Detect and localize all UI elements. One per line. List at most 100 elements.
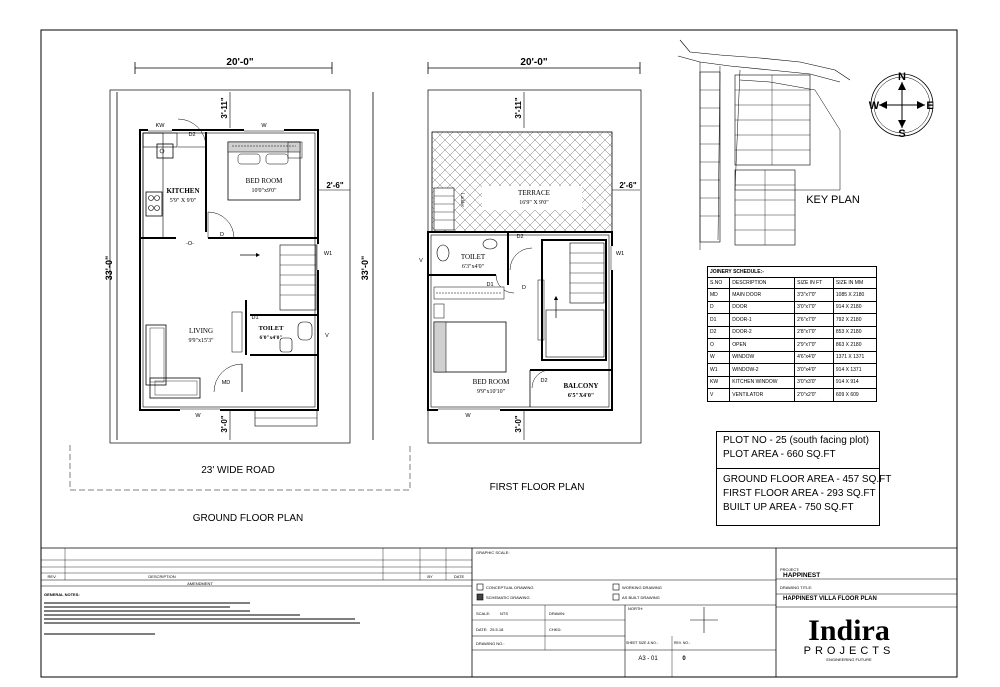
tb-schematic: SCHEMATIC DRAWING	[486, 595, 530, 600]
key-plan-title: KEY PLAN	[806, 194, 860, 206]
joinery-cell: D	[706, 300, 731, 314]
tb-by-header: BY	[427, 574, 433, 579]
first-floor-plan: 20'-0" 3'-11" 2'-6" 3'-0"	[419, 57, 642, 493]
plot-info-box: PLOT NO - 25 (south facing plot) PLOT AR…	[716, 431, 880, 469]
general-notes-text	[44, 602, 360, 635]
gf-bedroom-size: 10'0"x9'0"	[251, 188, 277, 194]
joinery-cell: VENTILATOR	[729, 388, 796, 402]
gf-setback-right: 2'-6"	[326, 181, 343, 190]
joinery-cell: WINDOW	[729, 350, 796, 364]
gf-toilet-size: 6'0"x4'0"	[260, 335, 283, 341]
compass-w: W	[869, 100, 880, 112]
gf-label-w1: W1	[324, 251, 332, 257]
joinery-cell: 3'0"x4'0"	[794, 363, 834, 377]
gf-setback-top: 3'-11"	[220, 97, 229, 118]
tb-date-label: DATE:	[476, 627, 487, 632]
joinery-header-description: DESCRIPTION	[729, 277, 796, 289]
tb-sheet-size: SHEET SIZE & NO.:	[626, 641, 658, 645]
tb-drawing-no: DRAWING NO.:	[476, 641, 505, 646]
ff-label-w: W	[465, 413, 471, 419]
gf-label-o: -O-	[186, 241, 194, 247]
company-logo-sub: PROJECTS	[804, 645, 895, 657]
joinery-cell: KITCHEN WINDOW	[729, 375, 796, 389]
tb-date-value: 25.5.18	[490, 627, 504, 632]
gf-setback-bottom: 3'-0"	[220, 415, 229, 432]
company-tagline: ENGINEERING FUTURE	[826, 657, 872, 662]
joinery-cell: OPEN	[729, 338, 796, 352]
tb-as-built: AS BUILT DRAWING	[622, 595, 660, 600]
joinery-cell: O	[706, 338, 731, 352]
joinery-cell: DOOR	[729, 300, 796, 314]
plot-area: PLOT AREA - 660 SQ.FT	[723, 449, 836, 460]
tb-drawn: DRAWN:	[549, 611, 565, 616]
gf-label-w-top: W	[261, 123, 267, 129]
joinery-cell: 3'3"x7'0"	[794, 288, 834, 302]
joinery-schedule: JOINERY SCHEDULE:- S.NO DESCRIPTION SIZE…	[706, 266, 878, 402]
tb-graphic-scale: GRAPHIC SCALE:	[476, 550, 510, 555]
gf-bedroom-label: BED ROOM	[246, 177, 284, 185]
compass-s: S	[898, 128, 905, 140]
ff-label-d: D	[522, 285, 526, 291]
joinery-cell: 1371 X 1371	[832, 350, 878, 364]
ground-floor-area: GROUND FLOOR AREA - 457 SQ.FT	[723, 474, 892, 485]
gf-title: GROUND FLOOR PLAN	[193, 513, 304, 524]
ff-label-d2b: D2	[540, 378, 547, 384]
ff-width-dim: 20'-0"	[520, 57, 547, 68]
tb-drawing-title-label: DRAWING TITLE:	[780, 585, 812, 590]
gf-label-w-bottom: W	[195, 413, 201, 419]
joinery-cell: 3'0"x7'0"	[794, 300, 834, 314]
ff-bedroom-size: 9'9"x10'10"	[477, 389, 506, 395]
joinery-cell: 853 X 2180	[832, 325, 878, 339]
compass-rose: N S W E	[869, 71, 934, 140]
gf-width-dim: 20'-0"	[226, 57, 253, 68]
joinery-cell: D2	[706, 325, 731, 339]
joinery-cell: 2'8"x7'0"	[794, 325, 834, 339]
gf-toilet-label: TOILET	[259, 325, 284, 332]
joinery-cell: 863 X 2180	[832, 338, 878, 352]
compass-n: N	[898, 71, 906, 83]
ff-label-w1: W1	[616, 251, 624, 257]
tb-project: HAPPINEST	[783, 572, 820, 579]
ff-label-d1: D1	[486, 282, 493, 288]
joinery-cell: D1	[706, 313, 731, 327]
tb-working: WORKING DRAWING	[622, 585, 662, 590]
gf-label-d2: D2	[188, 132, 195, 138]
joinery-cell: W1	[706, 363, 731, 377]
gf-height-dim-left: 33'-0"	[104, 256, 114, 280]
joinery-cell: MD	[706, 288, 731, 302]
joinery-cell: 3'0"x3'0"	[794, 375, 834, 389]
ff-label-v: V	[419, 258, 423, 264]
tb-date-header: DATE	[454, 574, 465, 579]
joinery-cell: DOOR-1	[729, 313, 796, 327]
ff-setback-right: 2'-6"	[619, 181, 636, 190]
gf-living-label: LIVING	[189, 327, 213, 335]
tb-description-header: DESCRIPTION	[148, 574, 175, 579]
joinery-cell: 914 X 1371	[832, 363, 878, 377]
ff-setback-top: 3'-11"	[514, 97, 523, 118]
gf-kitchen-label: KITCHEN	[166, 187, 199, 195]
gf-label-md: MD	[222, 380, 231, 386]
tb-drawing-title: HAPPINEST VILLA FLOOR PLAN	[783, 596, 877, 602]
ff-ladder-label: Ladder	[459, 193, 464, 207]
ff-balcony-label: BALCONY	[563, 382, 598, 390]
joinery-header-size-ft: SIZE IN FT	[794, 277, 834, 289]
joinery-cell: KW	[706, 375, 731, 389]
joinery-cell: MAIN DOOR	[729, 288, 796, 302]
joinery-cell: 914 X 2180	[832, 300, 878, 314]
plot-number: PLOT NO - 25 (south facing plot)	[723, 435, 869, 446]
joinery-cell: WINDOW-2	[729, 363, 796, 377]
joinery-cell: 792 X 2180	[832, 313, 878, 327]
gf-kitchen-size: 5'9" X 9'0"	[170, 198, 197, 204]
gf-label-d1: D1	[251, 315, 258, 321]
joinery-cell: 2'0"x2'0"	[794, 388, 834, 402]
gf-living-size: 9'9"x15'3"	[188, 338, 214, 344]
key-plan: KEY PLAN	[677, 39, 860, 250]
